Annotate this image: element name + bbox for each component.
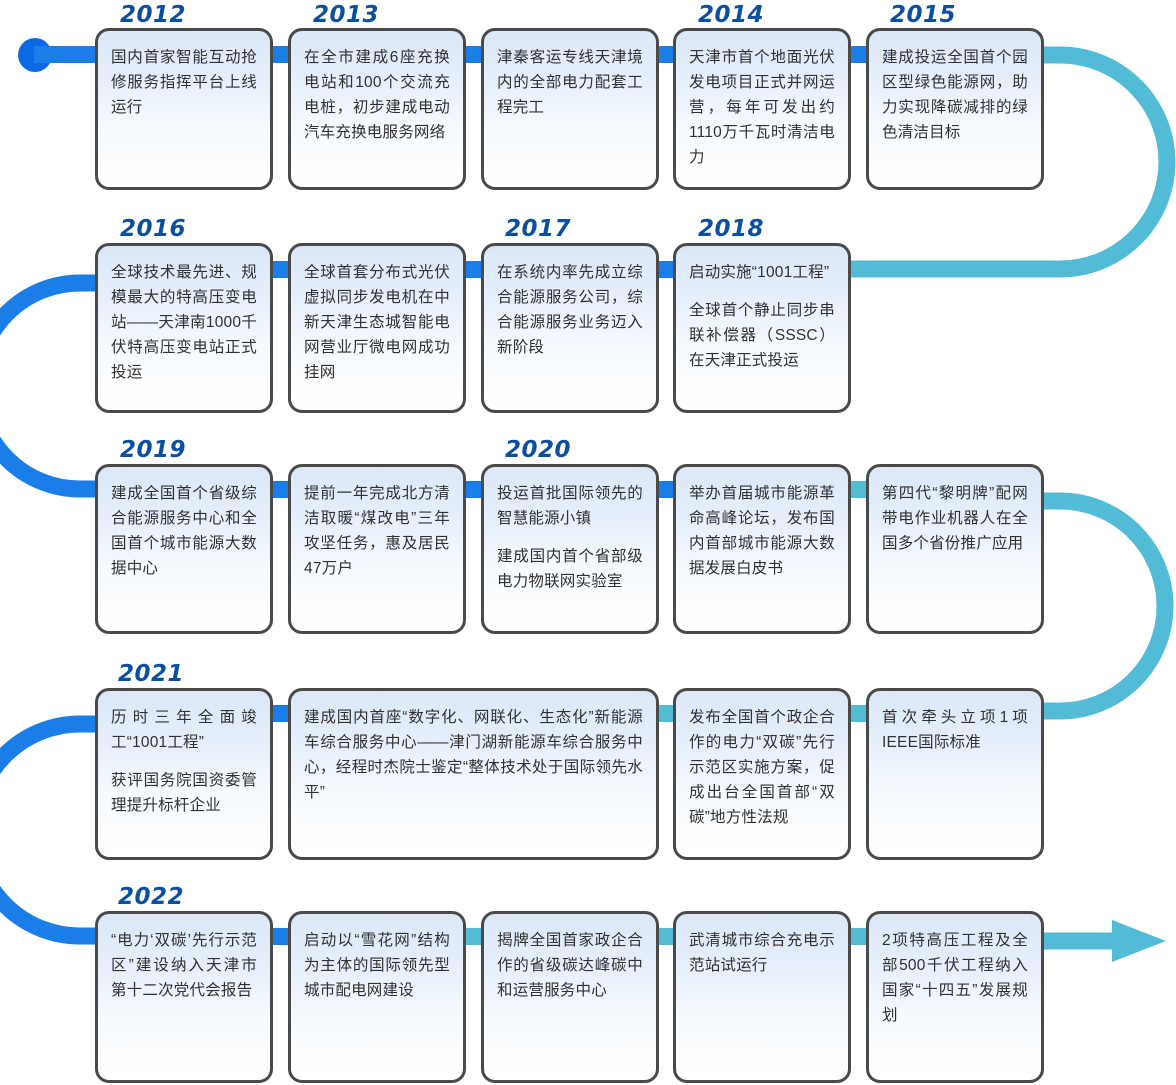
year-label-2021: 2021 xyxy=(118,661,185,687)
milestone-text: 在全市建成6座充换电站和100个交流充电桩，初步建成电动汽车充换电服务网络 xyxy=(304,49,450,142)
milestone-text: 全球首个静止同步串联补偿器（SSSC）在天津正式投运 xyxy=(689,302,835,370)
milestone-card[interactable]: 提前一年完成北方清洁取暖“煤改电”三年攻坚任务，惠及居民47万户 xyxy=(288,464,466,634)
milestone-text: 启动以“雪花网”结构为主体的国际领先型城市配电网建设 xyxy=(304,932,450,1000)
milestone-text: 投运首批国际领先的智慧能源小镇 xyxy=(497,485,643,528)
milestone-text: 津秦客运专线天津境内的全部电力配套工程完工 xyxy=(497,49,643,117)
milestone-card[interactable]: “电力‘双碳’先行示范区”建设纳入天津市第十二次党代会报告 xyxy=(95,911,273,1083)
milestone-card[interactable]: 揭牌全国首家政企合作的省级碳达峰碳中和运营服务中心 xyxy=(481,911,659,1083)
milestone-text: 启动实施“1001工程” xyxy=(689,264,830,281)
milestone-text: 揭牌全国首家政企合作的省级碳达峰碳中和运营服务中心 xyxy=(497,932,643,1000)
milestone-text: 历时三年全面竣工“1001工程” xyxy=(111,709,257,752)
arrow-head-icon xyxy=(1112,920,1166,962)
milestone-text: 建成国内首个省部级电力物联网实验室 xyxy=(497,548,643,591)
year-label-2020: 2020 xyxy=(505,437,572,463)
milestone-text: 举办首届城市能源革命高峰论坛，发布国内首部城市能源大数据发展白皮书 xyxy=(689,485,835,578)
milestone-card[interactable]: 发布全国首个政企合作的电力“双碳”先行示范区实施方案，促成出台全国首部“双碳”地… xyxy=(673,688,851,860)
milestone-text: 国内首家智能互动抢修服务指挥平台上线运行 xyxy=(111,49,257,117)
year-label-2012: 2012 xyxy=(120,2,187,28)
milestone-text: 全球技术最先进、规模最大的特高压变电站——天津南1000千伏特高压变电站正式投运 xyxy=(111,264,257,382)
milestone-card[interactable]: 在系统内率先成立综合能源服务公司，综合能源服务业务迈入新阶段 xyxy=(481,243,659,413)
year-label-2019: 2019 xyxy=(120,437,187,463)
milestone-text: 在系统内率先成立综合能源服务公司，综合能源服务业务迈入新阶段 xyxy=(497,264,643,357)
milestone-card[interactable]: 2项特高压工程及全部500千伏工程纳入国家“十四五”发展规划 xyxy=(866,911,1044,1083)
milestone-card[interactable]: 举办首届城市能源革命高峰论坛，发布国内首部城市能源大数据发展白皮书 xyxy=(673,464,851,634)
milestone-card[interactable]: 武清城市综合充电示范站试运行 xyxy=(673,911,851,1083)
milestone-card[interactable]: 首次牵头立项1项IEEE国际标准 xyxy=(866,688,1044,860)
milestone-card[interactable]: 全球首套分布式光伏虚拟同步发电机在中新天津生态城智能电网营业厅微电网成功挂网 xyxy=(288,243,466,413)
milestone-card[interactable]: 第四代“黎明牌”配网带电作业机器人在全国多个省份推广应用 xyxy=(866,464,1044,634)
milestone-text: 全球首套分布式光伏虚拟同步发电机在中新天津生态城智能电网营业厅微电网成功挂网 xyxy=(304,264,450,382)
milestone-card[interactable]: 天津市首个地面光伏发电项目正式并网运营，每年可发出约1110万千瓦时清洁电力 xyxy=(673,28,851,190)
year-label-2013: 2013 xyxy=(313,2,380,28)
milestone-text: 首次牵头立项1项IEEE国际标准 xyxy=(882,709,1028,752)
year-label-2017: 2017 xyxy=(505,216,572,242)
milestone-text: 建成投运全国首个园区型绿色能源网，助力实现降碳减排的绿色清洁目标 xyxy=(882,49,1028,142)
milestone-card[interactable]: 启动实施“1001工程” 全球首个静止同步串联补偿器（SSSC）在天津正式投运 xyxy=(673,243,851,413)
milestone-text: “电力‘双碳’先行示范区”建设纳入天津市第十二次党代会报告 xyxy=(111,932,257,1000)
milestone-card[interactable]: 全球技术最先进、规模最大的特高压变电站——天津南1000千伏特高压变电站正式投运 xyxy=(95,243,273,413)
milestone-text: 第四代“黎明牌”配网带电作业机器人在全国多个省份推广应用 xyxy=(882,485,1028,553)
year-label-2022: 2022 xyxy=(118,884,185,910)
milestone-text: 武清城市综合充电示范站试运行 xyxy=(689,932,835,975)
year-label-2014: 2014 xyxy=(698,2,765,28)
milestone-card[interactable]: 津秦客运专线天津境内的全部电力配套工程完工 xyxy=(481,28,659,190)
year-label-2016: 2016 xyxy=(120,216,187,242)
milestone-card[interactable]: 历时三年全面竣工“1001工程” 获评国务院国资委管理提升标杆企业 xyxy=(95,688,273,860)
milestone-text: 发布全国首个政企合作的电力“双碳”先行示范区实施方案，促成出台全国首部“双碳”地… xyxy=(689,709,835,827)
milestone-text: 2项特高压工程及全部500千伏工程纳入国家“十四五”发展规划 xyxy=(882,932,1028,1025)
milestone-card[interactable]: 建成投运全国首个园区型绿色能源网，助力实现降碳减排的绿色清洁目标 xyxy=(866,28,1044,190)
milestone-card[interactable]: 建成国内首座“数字化、网联化、生态化”新能源车综合服务中心——津门湖新能源车综合… xyxy=(288,688,659,860)
milestone-text: 建成国内首座“数字化、网联化、生态化”新能源车综合服务中心——津门湖新能源车综合… xyxy=(304,709,643,802)
milestone-card[interactable]: 投运首批国际领先的智慧能源小镇 建成国内首个省部级电力物联网实验室 xyxy=(481,464,659,634)
milestone-card[interactable]: 国内首家智能互动抢修服务指挥平台上线运行 xyxy=(95,28,273,190)
milestone-text: 建成全国首个省级综合能源服务中心和全国首个城市能源大数据中心 xyxy=(111,485,257,578)
year-label-2015: 2015 xyxy=(890,2,957,28)
milestone-text: 天津市首个地面光伏发电项目正式并网运营，每年可发出约1110万千瓦时清洁电力 xyxy=(689,49,835,167)
milestone-text: 获评国务院国资委管理提升标杆企业 xyxy=(111,772,257,815)
milestone-card[interactable]: 启动以“雪花网”结构为主体的国际领先型城市配电网建设 xyxy=(288,911,466,1083)
milestone-text: 提前一年完成北方清洁取暖“煤改电”三年攻坚任务，惠及居民47万户 xyxy=(304,485,450,578)
milestone-card[interactable]: 建成全国首个省级综合能源服务中心和全国首个城市能源大数据中心 xyxy=(95,464,273,634)
milestone-card[interactable]: 在全市建成6座充换电站和100个交流充电桩，初步建成电动汽车充换电服务网络 xyxy=(288,28,466,190)
year-label-2018: 2018 xyxy=(698,216,765,242)
